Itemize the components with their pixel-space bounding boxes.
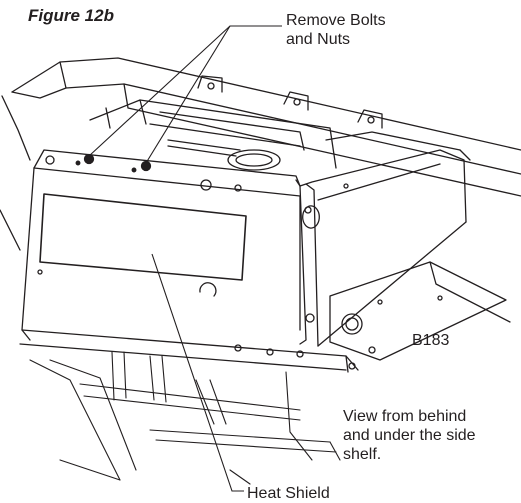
bolts [75, 153, 152, 173]
bottom-rail [19, 329, 359, 373]
callout-remove-line-1: Remove Bolts [286, 12, 386, 29]
mounting-tabs [197, 75, 383, 129]
figure-title: Figure 12b [28, 6, 114, 25]
drawing-code: B183 [412, 332, 450, 349]
under-grate [29, 351, 341, 485]
leader-lines [88, 25, 282, 492]
callout-remove-line-2: and Nuts [286, 31, 351, 48]
callout-view-line-3: shelf. [343, 446, 382, 463]
callout-view-line-2: and under the side [343, 427, 476, 444]
callout-view-line-1: View from behind [343, 408, 467, 425]
side-bracket [295, 149, 467, 347]
shelf-frame [0, 57, 521, 251]
front-panel [21, 149, 301, 341]
callout-remove-bolts: Remove Bolts and Nuts [286, 11, 386, 49]
valve-box [329, 261, 511, 361]
callout-heat-shield: Heat Shield [247, 485, 330, 502]
heat-shield-plate [39, 193, 247, 281]
burner-housing-top [89, 99, 471, 171]
callout-view-note: View from behind and under the side shel… [343, 407, 476, 464]
